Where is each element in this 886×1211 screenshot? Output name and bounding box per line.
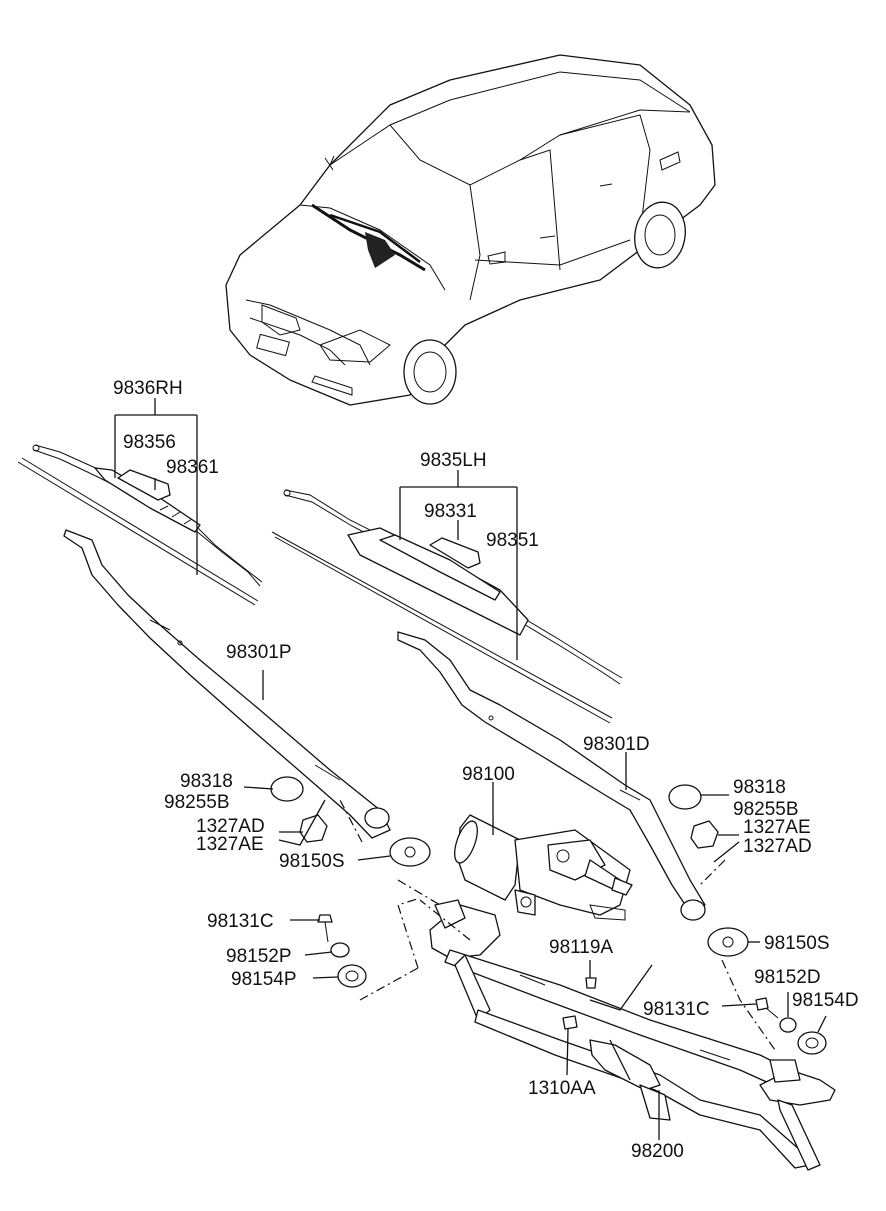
label-motor: 98100 bbox=[462, 764, 515, 785]
label-bolt-right: 98131C bbox=[643, 999, 710, 1020]
label-nut-right-1: 1327AE bbox=[743, 817, 811, 838]
small-parts bbox=[270, 776, 827, 1055]
leader-lines bbox=[114, 398, 827, 1140]
label-bushing-right: 98152D bbox=[754, 967, 821, 988]
lh-wiper-blade bbox=[271, 489, 623, 724]
label-motor-bolt: 98119A bbox=[549, 937, 613, 958]
label-rh-blade: 98361 bbox=[166, 457, 219, 478]
label-nut-right-2: 1327AD bbox=[743, 836, 812, 857]
label-arm-driver: 98301D bbox=[583, 734, 650, 755]
label-arm-passenger: 98301P bbox=[226, 642, 292, 663]
wiper-motor bbox=[454, 814, 633, 921]
callout-labels: 9836RH 98356 98361 9835LH 98331 98351 98… bbox=[113, 378, 859, 1162]
rh-wiper-blade bbox=[17, 444, 263, 606]
label-washer-left: 98150S bbox=[279, 851, 345, 872]
label-bolt-left: 98131C bbox=[207, 911, 274, 932]
label-cap-left-2: 98255B bbox=[164, 792, 230, 813]
label-rh-refill: 98356 bbox=[123, 432, 176, 453]
label-lh-blade: 98351 bbox=[486, 530, 539, 551]
label-nut-left-2: 1327AE bbox=[196, 834, 264, 855]
label-lh-refill: 98331 bbox=[424, 501, 477, 522]
label-nut-linkage: 1310AA bbox=[528, 1078, 596, 1099]
label-bushing-left: 98152P bbox=[226, 946, 292, 967]
label-cap-right-2: 98255B bbox=[733, 799, 799, 820]
label-grommet-left: 98154P bbox=[231, 969, 297, 990]
car-illustration bbox=[225, 54, 716, 406]
wiper-linkage bbox=[429, 899, 836, 1171]
label-rh-assy: 9836RH bbox=[113, 378, 183, 399]
label-nut-left-1: 1327AD bbox=[196, 816, 265, 837]
label-cap-right-1: 98318 bbox=[733, 777, 786, 798]
label-washer-right: 98150S bbox=[764, 933, 830, 954]
label-linkage: 98200 bbox=[631, 1141, 684, 1162]
label-grommet-right: 98154D bbox=[792, 990, 859, 1011]
passenger-wiper-arm bbox=[63, 529, 391, 839]
label-cap-left-1: 98318 bbox=[180, 771, 233, 792]
label-lh-assy: 9835LH bbox=[420, 450, 487, 471]
